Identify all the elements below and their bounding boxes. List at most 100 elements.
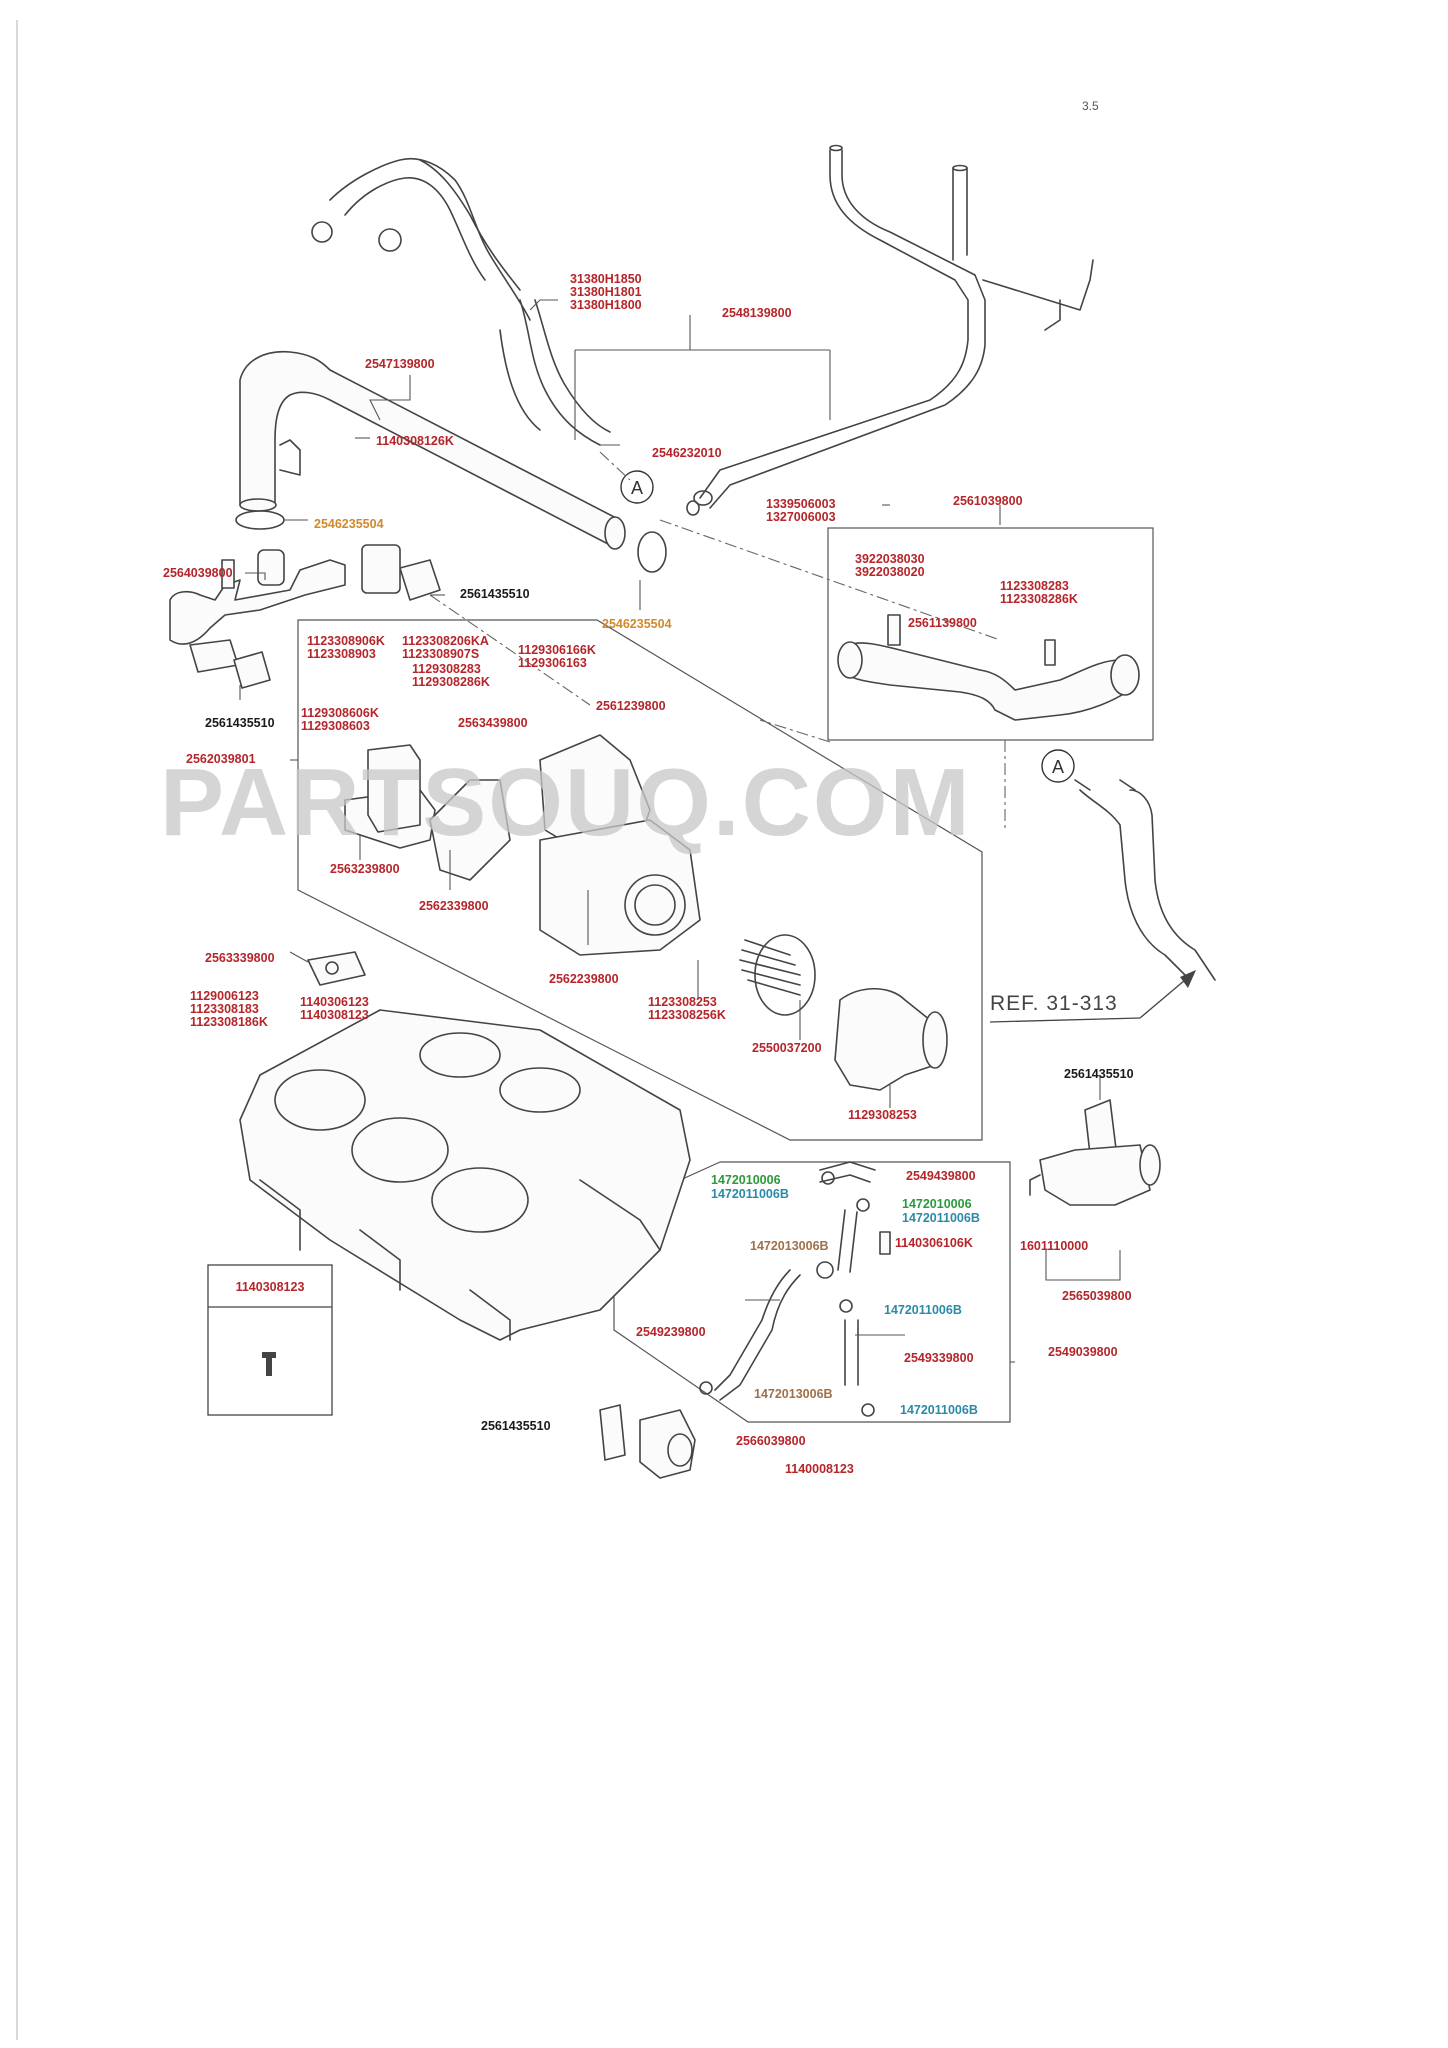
part-number-line[interactable]: 3922038020: [855, 565, 925, 579]
part-number-line[interactable]: 1123308206KA: [402, 634, 489, 648]
part-label[interactable]: 1472011006B: [900, 1403, 978, 1417]
part-number-line[interactable]: 2548139800: [722, 306, 792, 320]
part-label[interactable]: 1472011006B: [902, 1211, 980, 1225]
part-label[interactable]: 2549039800: [1048, 1345, 1118, 1359]
part-label[interactable]: 2564039800: [163, 566, 233, 580]
part-number-line[interactable]: 1472010006: [902, 1197, 972, 1211]
part-label[interactable]: 1140008123: [785, 1462, 854, 1476]
part-label[interactable]: 1472013006B: [750, 1239, 829, 1253]
part-number-line[interactable]: 2549439800: [906, 1169, 976, 1183]
part-label[interactable]: 2546232010: [652, 446, 722, 460]
part-number-line[interactable]: 1472011006B: [711, 1187, 789, 1201]
part-number-line[interactable]: 2561435510: [481, 1419, 551, 1433]
part-number-line[interactable]: 31380H1850: [570, 272, 642, 286]
part-number-line[interactable]: 2549239800: [636, 1325, 706, 1339]
part-number-line[interactable]: 1140308126K: [376, 434, 454, 448]
part-number-line[interactable]: 1472010006: [711, 1173, 781, 1187]
part-number-line[interactable]: 1123308906K: [307, 634, 385, 648]
part-number-line[interactable]: 1123308907S: [402, 647, 479, 661]
part-label[interactable]: 2562339800: [419, 899, 489, 913]
part-number-line[interactable]: 2563339800: [205, 951, 275, 965]
part-number-line[interactable]: 1140008123: [785, 1462, 854, 1476]
part-number-line[interactable]: 2565039800: [1062, 1289, 1132, 1303]
part-number-line[interactable]: 2562039801: [186, 752, 256, 766]
part-number-line[interactable]: 1123308256K: [648, 1008, 726, 1022]
part-number-line[interactable]: 2563239800: [330, 862, 400, 876]
part-label[interactable]: 2563239800: [330, 862, 400, 876]
part-number-line[interactable]: 1601110000: [1020, 1239, 1088, 1253]
part-label[interactable]: 2549339800: [904, 1351, 974, 1365]
part-number-line[interactable]: 3922038030: [855, 552, 925, 566]
part-label[interactable]: 2548139800: [722, 306, 792, 320]
part-number-line[interactable]: 1140306123: [300, 995, 369, 1009]
part-number-line[interactable]: 1472011006B: [884, 1303, 962, 1317]
part-label[interactable]: 2549439800: [906, 1169, 976, 1183]
part-number-line[interactable]: 2546232010: [652, 446, 722, 460]
part-number-line[interactable]: 2561039800: [953, 494, 1023, 508]
part-label[interactable]: 1472013006B: [754, 1387, 833, 1401]
part-number-line[interactable]: 2563439800: [458, 716, 528, 730]
part-number-line[interactable]: 2547139800: [365, 357, 435, 371]
part-number-line[interactable]: 2549039800: [1048, 1345, 1118, 1359]
part-label[interactable]: 2565039800: [1062, 1289, 1132, 1303]
part-number-line[interactable]: 2561139800: [908, 616, 977, 630]
part-number-line[interactable]: 1472013006B: [754, 1387, 833, 1401]
part-number-line[interactable]: 2561435510: [460, 587, 530, 601]
part-number-line[interactable]: 1140308123: [300, 1008, 369, 1022]
part-number-line[interactable]: 1129308283: [412, 662, 481, 676]
part-label[interactable]: 2561435510: [460, 587, 530, 601]
part-number-line[interactable]: 31380H1800: [570, 298, 642, 312]
part-number-line[interactable]: 1472011006B: [902, 1211, 980, 1225]
part-label[interactable]: 2546235504: [314, 517, 384, 531]
part-number-line[interactable]: 1129308606K: [301, 706, 379, 720]
part-number-line[interactable]: 1140306106K: [895, 1236, 973, 1250]
part-number-line[interactable]: 1123308283: [1000, 579, 1069, 593]
part-number-line[interactable]: 1339506003: [766, 497, 836, 511]
part-number-line[interactable]: 1123308186K: [190, 1015, 268, 1029]
part-number-line[interactable]: 1472011006B: [900, 1403, 978, 1417]
part-label[interactable]: 2561435510: [205, 716, 275, 730]
part-number-line[interactable]: 1129308603: [301, 719, 370, 733]
part-label[interactable]: 1472010006: [711, 1173, 781, 1187]
part-number-line[interactable]: 1123308286K: [1000, 592, 1078, 606]
part-label[interactable]: 2563339800: [205, 951, 275, 965]
part-number-line[interactable]: 1123308253: [648, 995, 717, 1009]
part-number-line[interactable]: 2550037200: [752, 1041, 822, 1055]
part-number-line[interactable]: 1129006123: [190, 989, 259, 1003]
part-label[interactable]: 1472011006B: [711, 1187, 789, 1201]
part-number-line[interactable]: 31380H1801: [570, 285, 642, 299]
part-number-line[interactable]: 1129306163: [518, 656, 587, 670]
part-label[interactable]: 2561139800: [908, 616, 977, 630]
part-label[interactable]: 2562239800: [549, 972, 619, 986]
part-label[interactable]: 2561239800: [596, 699, 666, 713]
part-number-line[interactable]: 1472013006B: [750, 1239, 829, 1253]
part-number-line[interactable]: 1327006003: [766, 510, 836, 524]
part-number-line[interactable]: 1129306166K: [518, 643, 596, 657]
part-number-line[interactable]: 2564039800: [163, 566, 233, 580]
part-label[interactable]: 1129308253: [848, 1108, 917, 1122]
part-number-line[interactable]: 2561435510: [205, 716, 275, 730]
part-number-line[interactable]: 1123308903: [307, 647, 376, 661]
part-label[interactable]: 2561435510: [1064, 1067, 1134, 1081]
part-label[interactable]: 2563439800: [458, 716, 528, 730]
part-label[interactable]: 2547139800: [365, 357, 435, 371]
part-number-line[interactable]: 2566039800: [736, 1434, 806, 1448]
part-number-line[interactable]: 2549339800: [904, 1351, 974, 1365]
part-number-line[interactable]: 2546235504: [314, 517, 384, 531]
part-number-line[interactable]: 2562239800: [549, 972, 619, 986]
part-number-line[interactable]: 1123308183: [190, 1002, 259, 1016]
part-label[interactable]: 2546235504: [602, 617, 672, 631]
part-number-line[interactable]: 1129308253: [848, 1108, 917, 1122]
part-label[interactable]: 1472011006B: [884, 1303, 962, 1317]
